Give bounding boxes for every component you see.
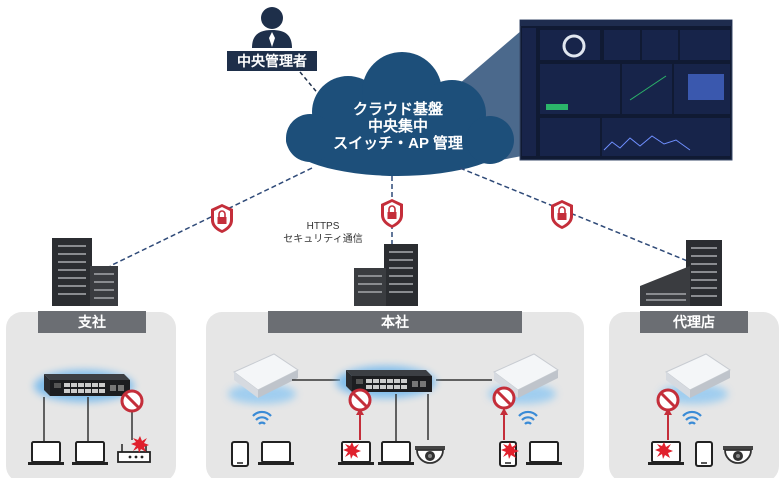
admin-user-icon: [252, 7, 292, 48]
site-label-agency: 代理店: [640, 311, 748, 333]
laptop-icon: [71, 441, 109, 466]
blocked-icon-hq-wifi: [492, 386, 516, 410]
laptop-icon: [27, 441, 65, 466]
link-agency: [459, 167, 691, 263]
https-label-line2: セキュリティ通信: [283, 234, 363, 245]
switch-icon-branch: [34, 370, 134, 402]
phone-icon: [231, 441, 249, 467]
building-icon-branch: [52, 238, 118, 306]
site-label-hq: 本社: [268, 311, 522, 333]
lock-shield-icon-agency: [550, 199, 574, 230]
site-label-branch: 支社: [38, 311, 146, 333]
cloud-label-line3: スイッチ・AP 管理: [333, 135, 463, 152]
admin-label: 中央管理者: [227, 51, 317, 71]
building-icon-hq: [354, 244, 418, 306]
cloud-label: クラウド基盤 中央集中 スイッチ・AP 管理: [318, 101, 478, 152]
lock-shield-icon-hq: [380, 198, 404, 229]
cloud-icon: [286, 52, 514, 176]
https-label: HTTPS セキュリティ通信: [268, 220, 378, 246]
building-icon-agency: [640, 240, 722, 306]
cloud-label-line2: 中央集中: [367, 118, 428, 135]
laptop-icon: [257, 441, 295, 466]
phone-icon: [695, 441, 713, 467]
blocked-icon-branch: [120, 389, 144, 413]
dashboard-screenshot: [519, 19, 733, 161]
router-icon: [117, 444, 151, 463]
laptop-icon: [525, 441, 563, 466]
https-label-line1: HTTPS: [306, 221, 340, 232]
laptop-icon: [377, 441, 415, 466]
cloud-label-line1: クラウド基盤: [352, 101, 443, 118]
lock-shield-icon-branch: [210, 203, 234, 234]
blocked-icon-agency: [656, 388, 680, 412]
admin-link: [299, 71, 321, 97]
blocked-icon-hq: [348, 388, 372, 412]
